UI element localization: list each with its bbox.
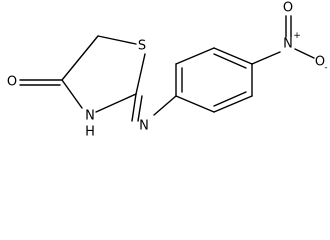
atom-label-n-ring: N: [85, 109, 95, 124]
nitro-minus-charge: -: [324, 63, 327, 73]
nitro-group: [251, 15, 315, 65]
bond-s-c2: [135, 53, 146, 95]
bond-c5-s: [97, 35, 137, 45]
carbonyl-double-bond: [19, 79, 63, 86]
atom-label-o-carbonyl: O: [7, 75, 17, 90]
atom-label-h-ring: H: [85, 125, 95, 140]
atom-label-n-nitro: N: [283, 37, 293, 52]
atom-label-s: S: [138, 39, 146, 54]
imine-double-bond: [131, 93, 143, 122]
bond-imine-aryl: [153, 95, 177, 116]
atom-label-o-nitro-top: O: [283, 1, 293, 16]
bond-n3-c4: [61, 79, 83, 109]
chemical-structure-diagram: S N H O N N + O O -: [7, 1, 328, 140]
bond-c4-c5: [61, 35, 99, 81]
benzene-ring: [175, 47, 253, 113]
atom-label-o-nitro-right: O: [315, 55, 325, 70]
thiazolidinone-ring: [61, 35, 146, 113]
nitro-plus-charge: +: [293, 31, 301, 41]
bond-aryl-nitro: [251, 51, 281, 65]
atom-label-n-imine: N: [139, 119, 149, 134]
bond-c2-n3: [95, 93, 137, 113]
